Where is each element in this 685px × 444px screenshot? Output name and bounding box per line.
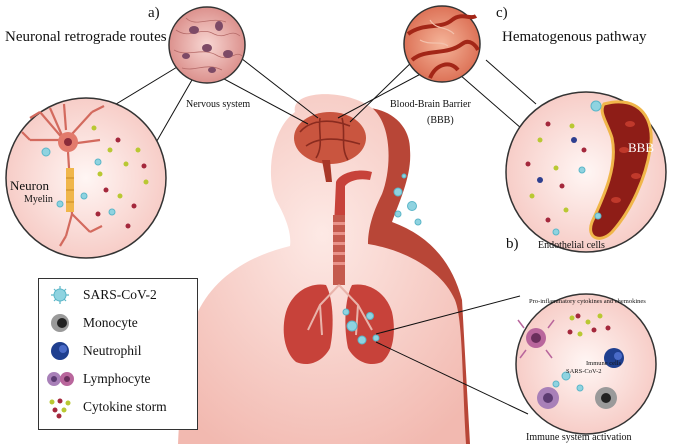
panel-label-a: a) xyxy=(148,5,160,21)
bbb-label-line2: (BBB) xyxy=(427,115,454,126)
legend-label: Cytokine storm xyxy=(83,399,167,414)
legend-box: SARS-CoV-2 Monocyte Neutrophil Lymphocyt… xyxy=(38,278,198,430)
body-silhouette xyxy=(178,94,466,444)
legend-label: Lymphocyte xyxy=(83,371,151,386)
lung-viruses xyxy=(342,308,380,345)
legend-item-neutrophil: Neutrophil xyxy=(45,339,142,363)
neuron-circle xyxy=(5,97,167,259)
vessel-wall xyxy=(589,100,653,240)
lymphocyte-icon xyxy=(47,372,74,386)
legend-item-sars: SARS-CoV-2 xyxy=(45,283,157,307)
myelin-label: Myelin xyxy=(24,194,53,205)
bbb-vessel-label: BBB xyxy=(628,140,655,155)
hematogenous-title: Hematogenous pathway xyxy=(502,29,647,45)
brain xyxy=(294,112,366,182)
legend-item-lymphocyte: Lymphocyte xyxy=(45,367,151,391)
nervous-tissue-circle xyxy=(168,6,246,84)
proinflammatory-label: Pro-inflammatory cytokines and chemokine… xyxy=(529,298,646,305)
immune-activation-label: Immune system activation xyxy=(526,432,632,443)
trachea-rings xyxy=(333,222,345,265)
legend-label: Neutrophil xyxy=(83,343,142,358)
immune-cells-label: Immune cells xyxy=(586,360,622,367)
sars-small-label: SARS-CoV-2 xyxy=(566,368,602,375)
panel-label-c: c) xyxy=(496,5,508,21)
endothelial-label: Endothelial cells xyxy=(538,240,605,251)
blood-vessel-circle xyxy=(403,5,481,83)
bronchi xyxy=(307,284,373,336)
neutrophil-icon xyxy=(51,342,69,360)
airborne-viruses xyxy=(393,173,422,226)
legend-label: Monocyte xyxy=(83,315,138,330)
legend-item-monocyte: Monocyte xyxy=(45,311,138,335)
nervous-system-label: Nervous system xyxy=(186,99,251,110)
bbb-circle xyxy=(505,91,667,253)
neuronal-routes-title: Neuronal retrograde routes xyxy=(5,29,167,45)
legend-item-cytokine: Cytokine storm xyxy=(45,395,167,419)
neuron-label: Neuron xyxy=(10,178,49,193)
cytokine-icon xyxy=(49,398,71,419)
immune-circle xyxy=(515,293,657,435)
bbb-label-line1: Blood-Brain Barrier xyxy=(390,99,471,110)
legend-label: SARS-CoV-2 xyxy=(83,287,157,302)
windpipe xyxy=(333,215,345,285)
monocyte-icon xyxy=(51,314,69,332)
virus-icon xyxy=(51,286,69,304)
panel-label-b: b) xyxy=(506,236,519,252)
